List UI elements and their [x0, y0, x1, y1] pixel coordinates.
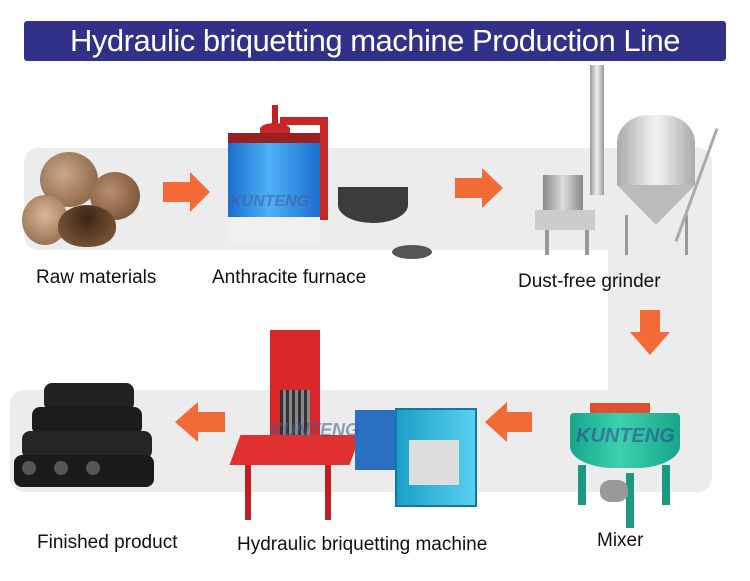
dust-free-grinder-image [535, 65, 720, 260]
arrow-right-icon [455, 168, 503, 208]
anthracite-furnace-image: KUNTENG [220, 105, 435, 265]
title-banner: Hydraulic briquetting machine Production… [24, 21, 726, 61]
arrow-left-icon [175, 402, 225, 442]
finished-product-image [14, 375, 159, 495]
step-label-mixer: Mixer [597, 530, 644, 551]
step-label-dust-free-grinder: Dust-free grinder [518, 271, 661, 292]
arrow-down-icon [630, 310, 670, 355]
mixer-image: KUNTENG [570, 395, 685, 530]
watermark-logo: KUNTENG [230, 193, 310, 210]
raw-materials-image [22, 150, 142, 250]
step-label-hydraulic-briquetting-machine: Hydraulic briquetting machine [237, 534, 488, 555]
step-label-raw-materials: Raw materials [36, 267, 157, 288]
step-label-finished-product: Finished product [37, 532, 178, 553]
hydraulic-briquetting-machine-image: KUNTENG [225, 320, 490, 525]
arrow-right-icon [163, 172, 210, 212]
step-label-anthracite-furnace: Anthracite furnace [212, 267, 367, 288]
arrow-left-icon [485, 402, 532, 442]
